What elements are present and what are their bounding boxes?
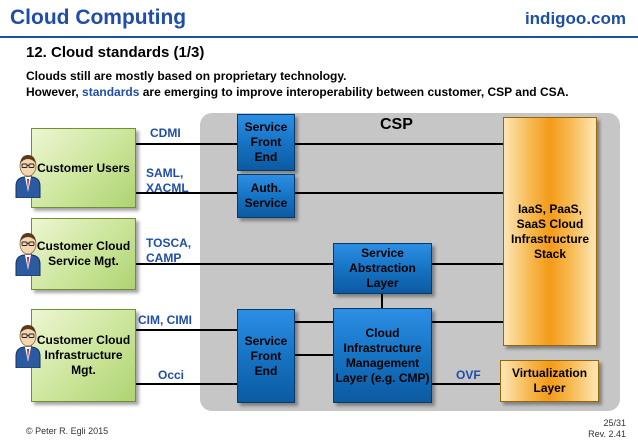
customer-users-box: Customer Users	[31, 128, 136, 208]
iaas-paas-saas-stack-box: IaaS, PaaS, SaaS Cloud Infrastructure St…	[503, 117, 597, 346]
intro-standards-highlight: standards	[82, 85, 140, 99]
service-front-end-bottom-box: Service Front End	[237, 309, 295, 403]
service-front-end-top-box: Service Front End	[237, 114, 295, 171]
virtualization-layer-label: Virtualization Layer	[511, 366, 588, 395]
header-title: Cloud Computing	[10, 6, 187, 29]
person-icon	[15, 325, 41, 368]
customer-cloud-infrastructure-mgt-label: Customer Cloud Infrastructure Mgt.	[36, 333, 131, 377]
standard-cdmi: CDMI	[150, 126, 181, 140]
person-icon	[15, 155, 41, 198]
cloud-infrastructure-management-box: Cloud Infrastructure Management Layer (e…	[333, 308, 432, 403]
iaas-paas-saas-stack-label: IaaS, PaaS, SaaS Cloud Infrastructure St…	[510, 201, 590, 261]
footer-copyright: © Peter R. Egli 2015	[26, 426, 109, 436]
service-front-end-bottom-label: Service Front End	[244, 333, 288, 378]
intro-line-2-pre: However,	[26, 85, 83, 99]
csp-label: CSP	[380, 116, 413, 133]
service-abstraction-layer-label: Service Abstraction Layer	[349, 246, 416, 290]
cloud-infrastructure-management-label: Cloud Infrastructure Management Layer (e…	[335, 325, 430, 385]
standard-cim-cimi: CIM, CIMI	[138, 313, 192, 327]
intro-line-2-post: are emerging to improve interoperability…	[139, 85, 569, 99]
service-front-end-top-label: Service Front End	[244, 120, 288, 164]
standard-occi: Occi	[158, 368, 185, 382]
header-brand: indigoo.com	[524, 9, 626, 28]
standard-ovf: OVF	[456, 368, 481, 382]
customer-cloud-service-mgt-box: Customer Cloud Service Mgt.	[31, 218, 136, 290]
header-divider	[0, 36, 638, 38]
customer-users-label: Customer Users	[37, 160, 130, 175]
standard-tosca-camp: TOSCA, CAMP	[146, 236, 192, 265]
intro-text: Clouds still are mostly based on proprie…	[26, 68, 569, 100]
intro-line-1: Clouds still are mostly based on proprie…	[26, 69, 347, 83]
slide-title: 12. Cloud standards (1/3)	[26, 44, 205, 61]
standard-saml-xacml: SAML, XACML	[146, 166, 189, 195]
virtualization-layer-box: Virtualization Layer	[500, 360, 599, 402]
auth-service-box: Auth. Service	[237, 174, 295, 218]
intro-line-2: However, standards are emerging to impro…	[26, 84, 569, 100]
customer-cloud-infrastructure-mgt-box: Customer Cloud Infrastructure Mgt.	[31, 309, 136, 402]
footer-revision: Rev. 2.41	[588, 429, 626, 439]
person-icon	[15, 233, 41, 276]
customer-cloud-service-mgt-label: Customer Cloud Service Mgt.	[36, 239, 131, 268]
service-abstraction-layer-box: Service Abstraction Layer	[333, 243, 432, 294]
footer-page-number: 25/31	[603, 418, 626, 428]
auth-service-label: Auth. Service	[244, 181, 288, 210]
